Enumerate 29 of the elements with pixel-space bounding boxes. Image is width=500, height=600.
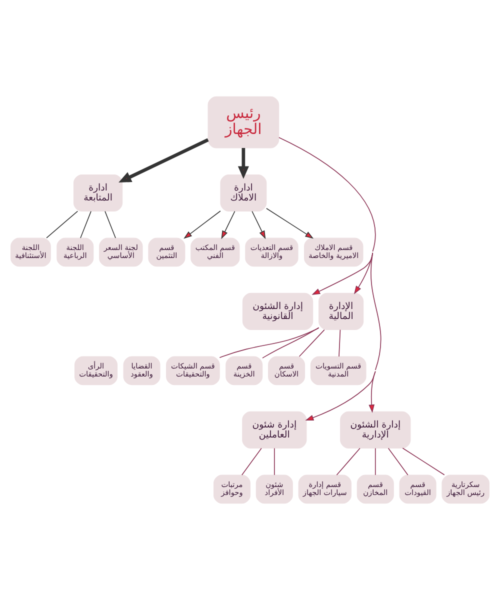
node-box: ادارة الاملاك — [220, 174, 267, 212]
arrow — [266, 208, 314, 239]
connector — [262, 327, 320, 358]
arrow — [368, 370, 376, 413]
arrow — [252, 210, 266, 240]
connector — [388, 448, 408, 476]
connector — [242, 448, 262, 476]
node-box: إدارة شئون العاملين — [242, 411, 307, 448]
arrow — [238, 148, 249, 179]
connector — [104, 210, 116, 238]
node-box: الإدارة المالية — [318, 292, 364, 330]
node-box: ادارة المتابعة — [73, 174, 123, 212]
arrow — [184, 210, 221, 239]
arrow — [305, 252, 382, 421]
connector — [274, 448, 275, 476]
connector — [338, 329, 341, 357]
arrow — [118, 138, 209, 182]
connector — [219, 328, 320, 358]
arrow — [278, 137, 376, 295]
connector — [336, 448, 360, 476]
node-box: رئيس الجهاز — [208, 96, 280, 148]
connector — [374, 448, 376, 476]
node-box: إدارة الشئون الإدارية — [340, 411, 411, 448]
connector — [80, 210, 92, 238]
arrow — [221, 210, 236, 240]
connector — [402, 448, 445, 476]
connector — [46, 210, 78, 238]
node-box: إدارة الشئون القانونية — [242, 292, 314, 330]
connector — [298, 329, 325, 357]
